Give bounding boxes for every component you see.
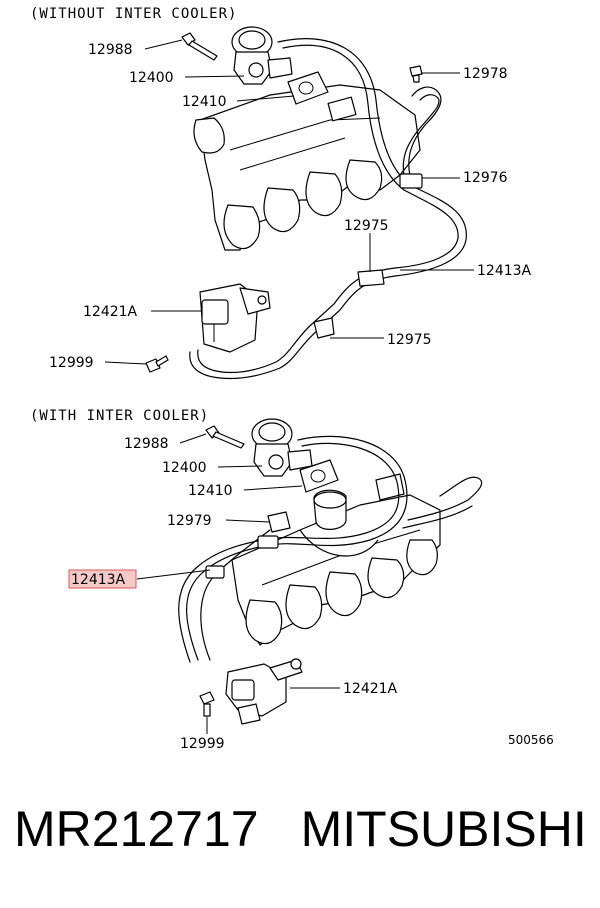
highlight-12413A xyxy=(68,569,137,589)
label-12410-top: 12410 xyxy=(182,94,227,110)
gasket-12410-top xyxy=(287,71,329,105)
bolt-12999-bottom xyxy=(199,691,215,717)
brand-name: MITSUBISHI xyxy=(300,801,587,857)
label-12988-bottom: 12988 xyxy=(124,436,169,452)
label-12413A-top: 12413A xyxy=(477,263,532,279)
clamp-12975-upper xyxy=(357,269,385,287)
intake-manifold-top xyxy=(193,84,421,251)
clamp-12975-lower xyxy=(313,317,335,339)
label-12410-bottom: 12410 xyxy=(188,483,233,499)
part-number: MR212717 xyxy=(14,801,259,857)
label-12976: 12976 xyxy=(463,170,508,186)
section-title-without-intercooler: (WITHOUT INTER COOLER) xyxy=(30,6,237,22)
clamp-12976 xyxy=(399,173,423,189)
vacuum-hose-bottom xyxy=(178,435,483,663)
label-12413A-bottom: 12413A xyxy=(71,572,126,588)
gasket-12410-bottom xyxy=(299,459,339,493)
label-12979: 12979 xyxy=(167,513,212,529)
solenoid-valve-top xyxy=(199,283,271,353)
egr-valve-top xyxy=(231,26,293,85)
vacuum-hose-top xyxy=(189,38,467,380)
egr-valve-bottom xyxy=(251,418,313,477)
bolt-12978 xyxy=(409,65,423,83)
bolt-12999-top xyxy=(145,355,169,373)
leader-lines-bottom xyxy=(136,433,340,734)
reference-number: 500566 xyxy=(508,733,554,747)
bolt-12988-top xyxy=(181,32,218,61)
label-12975-lower: 12975 xyxy=(387,332,432,348)
leader-lines-top xyxy=(104,39,474,365)
label-12400-top: 12400 xyxy=(129,70,174,86)
label-12999-bottom: 12999 xyxy=(180,736,225,752)
label-12999-top: 12999 xyxy=(49,355,94,371)
label-12975-upper: 12975 xyxy=(344,218,389,234)
footer: MR212717 MITSUBISHI xyxy=(14,800,594,880)
label-12988-top: 12988 xyxy=(88,42,133,58)
label-12978: 12978 xyxy=(463,66,508,82)
intake-manifold-bottom xyxy=(231,473,441,646)
label-12400-bottom: 12400 xyxy=(162,460,207,476)
bolt-12988-bottom xyxy=(205,425,245,449)
label-12421A-top: 12421A xyxy=(83,304,138,320)
section-title-with-intercooler: (WITH INTER COOLER) xyxy=(30,408,209,424)
label-12421A-bottom: 12421A xyxy=(343,681,398,697)
clamp-12979 xyxy=(267,511,291,533)
solenoid-valve-bottom xyxy=(225,658,303,725)
